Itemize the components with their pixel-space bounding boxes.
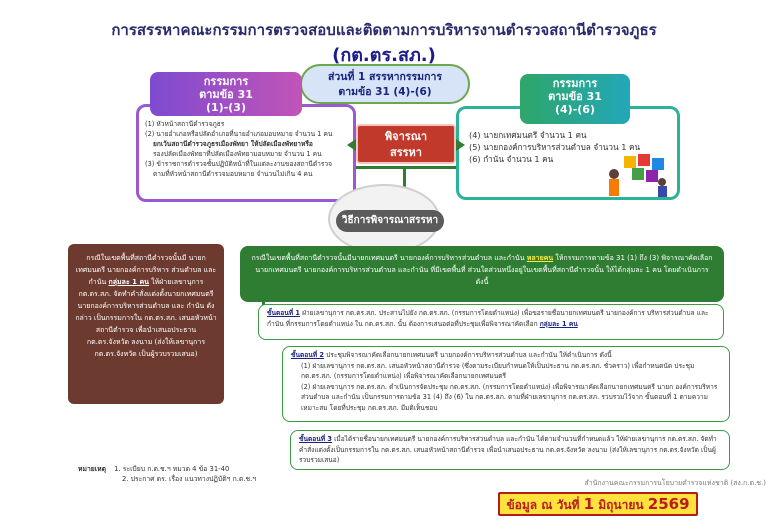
step-3-text: เมื่อได้รายชื่อนายกเทศมนตรี นายกองค์การบ…	[299, 435, 717, 464]
consider-line2: สรรหา	[390, 146, 422, 159]
step-2-sub1: (1) ฝ่ายเลขานุการ กต.ตร.สภ. เสนอหัวหน้าส…	[301, 361, 695, 381]
left-item: รองปลัดเมืองพัทยาที่ปลัดเมืองพัทยามอบหมา…	[153, 150, 322, 158]
left-head-line1: กรรมการ	[203, 75, 249, 88]
right-head-line2: ตามข้อ 31	[548, 90, 602, 103]
part-badge: ส่วนที่ 1 สรรหากรรมการ ตามข้อ 31 (4)-(6)	[300, 64, 470, 104]
footnote-line1: 1. ระเบียบ ก.ต.ช.ฯ หมวด 4 ข้อ 31-40	[114, 465, 230, 473]
green-text-a: กรณีในเขตพื้นที่สถานีตำรวจนั้นมีนายกเทศม…	[251, 254, 527, 262]
date-month: มิถุนายน	[594, 498, 648, 512]
consider-line1: พิจารณา	[384, 130, 428, 143]
step-1-text: ฝ่ายเลขานุการ กต.ตร.สภ. ประสานไปยัง กต.ต…	[267, 309, 709, 328]
page-subtitle: (กต.ตร.สภ.)	[332, 45, 436, 66]
left-item: (2) นายอำเภอหรือปลัดอำเภอที่นายอำเภอมอบห…	[145, 130, 333, 138]
date-badge: ข้อมูล ณ วันที่ 1 มิถุนายน 2569	[498, 492, 698, 516]
brown-text-b: กลุ่มละ 1 คน	[108, 278, 149, 286]
green-text-c: ให้กรรมการตามข้อ 31 (1) ถึง (3) พิจารณาค…	[255, 254, 713, 286]
step-3-box: ขั้นตอนที่ 3 เมื่อได้รายชื่อนายกเทศมนตรี…	[290, 430, 730, 470]
consider-box: พิจารณา สรรหา	[356, 124, 456, 164]
multiple-candidates-box: กรณีในเขตพื้นที่สถานีตำรวจนั้นมีนายกเทศม…	[240, 246, 724, 302]
left-item: (1) หัวหน้าสถานีตำรวจภูธร	[145, 120, 225, 128]
left-item: ตามที่หัวหน้าสถานีตำรวจมอบหมาย จำนวนไม่เ…	[153, 170, 313, 178]
right-head-line1: กรรมการ	[552, 77, 598, 90]
page-title: การสรรหาคณะกรรมการตรวจสอบและติดตามการบริ…	[111, 21, 657, 39]
step-1-label: ขั้นตอนที่ 1	[267, 309, 300, 317]
right-members-header: กรรมการ ตามข้อ 31 (4)-(6)	[520, 74, 630, 124]
single-candidate-box: กรณีในเขตพื้นที่สถานีตำรวจนั้นมี นายกเทศ…	[68, 244, 224, 404]
left-head-line3: (1)-(3)	[206, 101, 246, 114]
step-2-sub2: (2) ฝ่ายเลขานุการ กต.ตร.สภ. ดำเนินการจัด…	[301, 382, 718, 412]
step-1-box: ขั้นตอนที่ 1 ฝ่ายเลขานุการ กต.ตร.สภ. ประ…	[258, 304, 724, 340]
date-prefix: ข้อมูล ณ วันที่	[506, 498, 584, 512]
step-2-box: ขั้นตอนที่ 2 ประชุมพิจารณาคัดเลือกนายกเท…	[282, 346, 730, 422]
date-day: 1	[583, 495, 595, 513]
arrowhead-right	[456, 139, 465, 151]
puzzle-team-icon	[609, 154, 667, 197]
right-item: (4) นายกเทศมนตรี จำนวน 1 คน	[469, 130, 587, 140]
left-head-line2: ตามข้อ 31	[199, 88, 253, 101]
step-connector	[262, 300, 265, 306]
right-members-box: (4) นายกเทศมนตรี จำนวน 1 คน (5) นายกองค์…	[456, 106, 680, 200]
right-item: (6) กำนัน จำนวน 1 คน	[469, 154, 554, 164]
part-badge-line1: ส่วนที่ 1 สรรหากรรมการ	[328, 71, 442, 83]
right-item: (5) นายกองค์การบริหารส่วนตำบล จำนวน 1 คน	[469, 142, 641, 152]
office-name: สำนักงานคณะกรรมการนโยบายตำรวจแห่งชาติ (ส…	[584, 479, 766, 487]
left-item: (3) ข้าราชการตำรวจชั้นปฏิบัติหน้าที่ในแต…	[145, 160, 332, 168]
part-badge-line2: ตามข้อ 31 (4)-(6)	[338, 86, 432, 98]
left-item: ยกเว้นสถานีตำรวจภูธรเมืองพัทยา ให้ปลัดเม…	[153, 140, 313, 148]
method-label: วิธีการพิจารณาสรรหา	[336, 210, 444, 232]
left-members-header: กรรมการ ตามข้อ 31 (1)-(3)	[150, 72, 302, 116]
footnote-label: หมายเหตุ	[78, 465, 106, 473]
right-head-line3: (4)-(6)	[555, 103, 595, 116]
arrowhead-left	[347, 139, 356, 151]
brown-text-c: ให้ฝ่ายเลขานุการ กต.ตร.สภ. จัดทำคำสั่งแต…	[75, 278, 217, 358]
left-members-box: (1) หัวหน้าสถานีตำรวจภูธร (2) นายอำเภอหร…	[136, 104, 356, 202]
step-2-intro: ประชุมพิจารณาคัดเลือกนายกเทศมนตรี นายกอง…	[324, 351, 612, 359]
footnote-line2: 2. ประกาศ ตร. เรื่อง แนวทางปฏิบัติฯ ก.ต.…	[122, 475, 257, 483]
step-3-label: ขั้นตอนที่ 3	[299, 435, 332, 443]
flow-line-down	[403, 166, 406, 192]
green-text-b: หลายคน	[526, 254, 554, 262]
brown-text-a: กรณีในเขตพื้นที่สถานีตำรวจนั้นมี นายกเทศ…	[75, 254, 217, 286]
date-year: 2569	[647, 495, 690, 513]
step-2-label: ขั้นตอนที่ 2	[291, 351, 324, 359]
step-1-highlight: กลุ่มละ 1 คน	[539, 319, 578, 328]
footnote: หมายเหตุ 1. ระเบียบ ก.ต.ช.ฯ หมวด 4 ข้อ 3…	[78, 464, 278, 484]
flow-line-horizontal	[356, 166, 456, 169]
